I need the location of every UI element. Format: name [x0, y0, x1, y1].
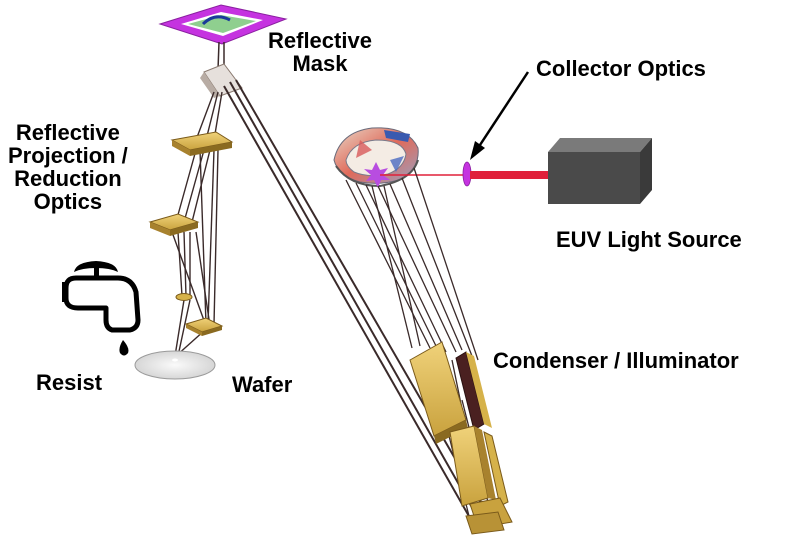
- condenser-mirrors: [409, 341, 513, 535]
- label-projection-optics-line-1: Reflective: [15, 120, 120, 145]
- label-wafer: Wafer: [232, 372, 293, 397]
- projection-optics: [148, 91, 234, 357]
- reflective-mask: [158, 4, 288, 71]
- label-projection-optics-line-3: Reduction: [14, 166, 122, 191]
- label-condenser-illuminator: Condenser / Illuminator: [493, 348, 739, 373]
- plasma-source-icon: [364, 162, 390, 188]
- label-reflective-mask: Reflective Mask: [268, 29, 372, 75]
- collector-mirror: [333, 127, 419, 188]
- collector-optics-arrow: [470, 71, 530, 160]
- label-euv-light-source: EUV Light Source: [556, 227, 742, 252]
- label-resist: Resist: [36, 370, 103, 395]
- laser-beam: [380, 161, 548, 187]
- label-projection-optics-line-2: Projection /: [8, 143, 128, 168]
- collector-to-condenser-beam: [345, 167, 493, 521]
- label-collector-optics: Collector Optics: [536, 56, 706, 81]
- label-projection-optics-line-4: Optics: [33, 189, 103, 214]
- euv-light-source-box: [548, 138, 652, 204]
- wafer: [134, 350, 216, 380]
- faucet-icon: [62, 261, 141, 356]
- label-reflective-mask-line-2: Mask: [292, 51, 348, 76]
- label-reflective-mask-line-1: Reflective: [268, 28, 372, 53]
- label-projection-optics: Reflective Projection / Reduction Optics: [8, 121, 128, 213]
- illumination-beam: [223, 79, 487, 519]
